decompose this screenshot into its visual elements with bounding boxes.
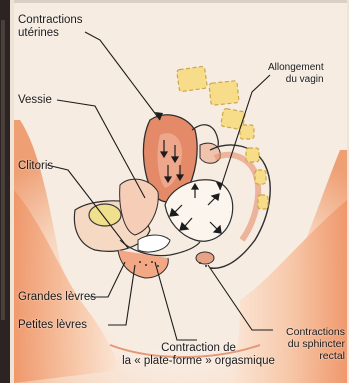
pubic-bone <box>89 204 121 226</box>
label-petites-levres: Petites lèvres <box>18 319 87 332</box>
label-contractions-uterines-line1: Contractions <box>18 14 83 27</box>
label-allongement-line2: du vagin <box>268 74 324 86</box>
label-sphincter-line1: Contractions <box>276 326 345 338</box>
label-plate-forme-line2: la « plate-forme » orgasmique <box>116 355 281 368</box>
label-contractions-uterines-line2: utérines <box>18 27 83 40</box>
label-sphincter-line2: du sphincter <box>276 338 345 350</box>
gutter-highlight <box>1 20 5 320</box>
anal-sphincter <box>196 252 214 264</box>
label-allongement-vagin: Allongement du vagin <box>268 62 324 86</box>
page-top-edge <box>14 0 347 3</box>
label-contractions-uterines: Contractions utérines <box>18 14 83 40</box>
label-allongement-line1: Allongement <box>268 62 324 74</box>
label-sphincter-line3: rectal <box>276 350 345 362</box>
label-vessie: Vessie <box>18 94 52 107</box>
label-grandes-levres: Grandes lèvres <box>18 291 96 304</box>
label-clitoris: Clitoris <box>18 160 53 173</box>
label-plate-forme-line1: Contraction de <box>116 342 281 355</box>
label-plate-forme: Contraction de la « plate-forme » orgasm… <box>116 342 281 368</box>
label-sphincter: Contractions du sphincter rectal <box>276 326 345 362</box>
